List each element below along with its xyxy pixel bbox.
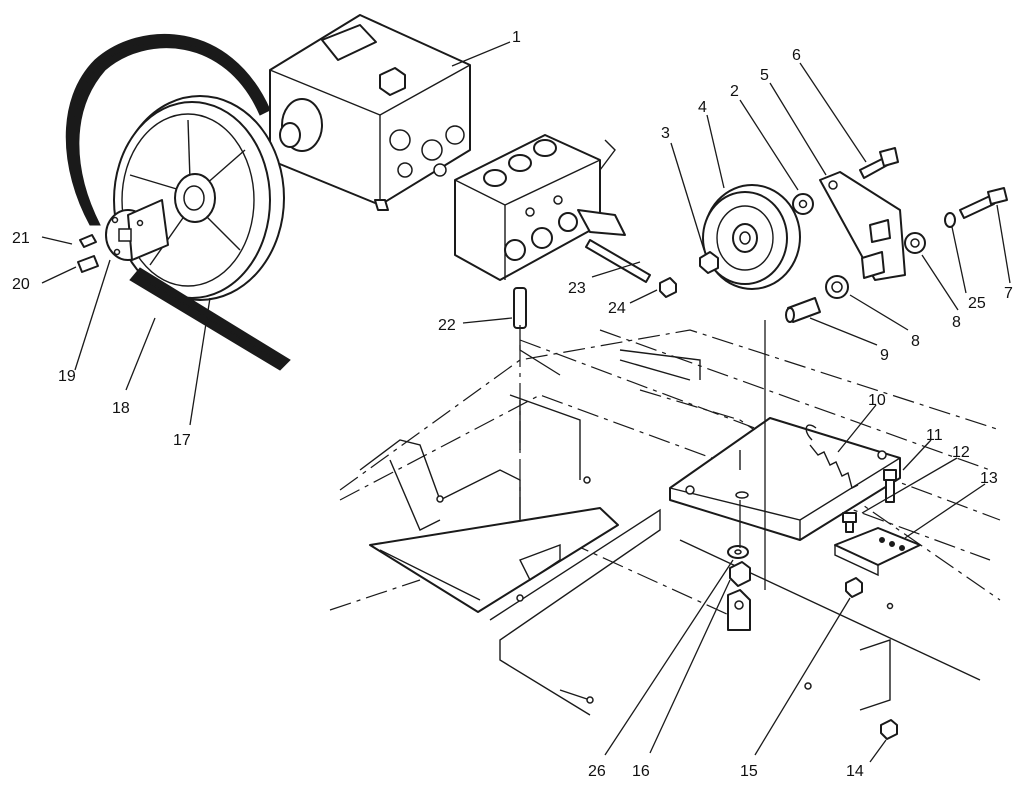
callout-1: 1	[512, 29, 521, 46]
callout-7: 7	[1004, 285, 1013, 302]
callout-4: 4	[698, 99, 707, 116]
idler-arm	[819, 171, 906, 281]
callout-14: 14	[846, 763, 864, 780]
hardware	[513, 147, 1008, 740]
callout-6: 6	[792, 47, 801, 64]
callout-21: 21	[12, 230, 30, 247]
callout-12: 12	[952, 444, 970, 461]
callout-23: 23	[568, 280, 586, 297]
frame-chassis	[329, 329, 1001, 716]
callout-15: 15	[740, 763, 758, 780]
idler-pulley	[702, 184, 801, 290]
callout-26: 26	[588, 763, 606, 780]
callout-11: 11	[926, 427, 943, 444]
pump-assembly	[269, 14, 471, 211]
callout-10: 10	[868, 392, 886, 409]
callout-2: 2	[730, 83, 739, 100]
callout-5: 5	[760, 67, 769, 84]
callout-9: 9	[880, 347, 889, 364]
callout-16: 16	[632, 763, 650, 780]
leader-lines	[41, 41, 1011, 763]
manifold-block	[454, 134, 626, 281]
callout-18: 18	[112, 400, 130, 417]
mounting-plate	[669, 417, 901, 541]
callout-20: 20	[12, 276, 30, 293]
callout-labels: 1 2 3 4 5 6 7 8 8 9 10 11 12 13 14 15 16…	[12, 29, 1013, 780]
callout-24: 24	[608, 300, 626, 317]
callout-8-upper: 8	[952, 314, 961, 331]
callout-3: 3	[661, 125, 670, 142]
key-and-bolt	[77, 234, 99, 273]
callout-13: 13	[980, 470, 998, 487]
callout-22: 22	[438, 317, 456, 334]
callout-25: 25	[968, 295, 986, 312]
callout-17: 17	[173, 432, 191, 449]
belt	[65, 34, 291, 371]
callout-19: 19	[58, 368, 76, 385]
hub	[105, 199, 169, 261]
callout-8-lower: 8	[911, 333, 920, 350]
